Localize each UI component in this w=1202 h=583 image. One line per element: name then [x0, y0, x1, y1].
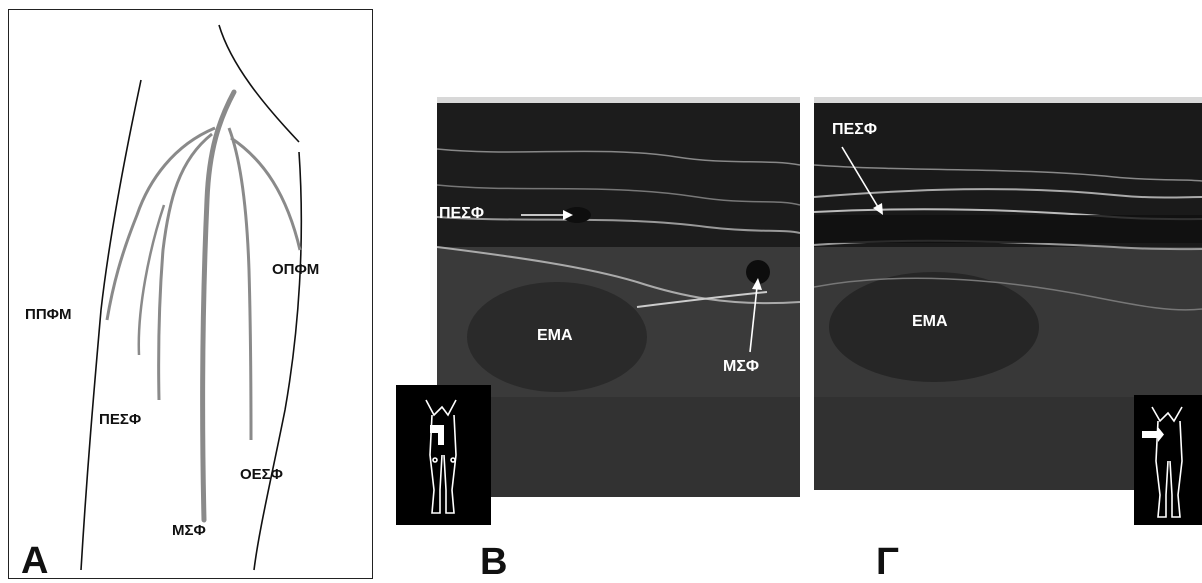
panel-letter-a: A [21, 542, 48, 579]
groin-curve [219, 25, 299, 142]
leg-outline-right [254, 152, 301, 570]
panel-b-ultrasound: ΠΕΣΦ EMA ΜΣΦ [437, 97, 800, 497]
leg-outline-left [81, 80, 141, 570]
panel-letter-b: B [480, 543, 507, 581]
panel-letter-g: Γ [876, 543, 899, 581]
b-label-ema: EMA [537, 327, 573, 345]
g-label-pesf: ΠΕΣΦ [832, 121, 877, 139]
panel-g-body-inset [1134, 395, 1202, 525]
leg-vein-schematic [9, 10, 373, 579]
panel-b-body-inset [396, 385, 491, 525]
b-label-pesf: ΠΕΣΦ [439, 205, 484, 223]
body-pictogram-icon [1134, 395, 1202, 525]
great-saphenous-vein [203, 92, 234, 520]
panel-a-diagram: ΟΠΦΜ ΠΠΦΜ ΠΕΣΦ ΟΕΣΦ ΜΣΦ A [8, 9, 373, 579]
vein-branch-oppm [231, 138, 300, 250]
label-pesf: ΠΕΣΦ [99, 411, 141, 428]
label-pppm: ΠΠΦΜ [25, 306, 71, 323]
body-pictogram-icon [396, 385, 491, 525]
label-oesf: ΟΕΣΦ [240, 466, 283, 483]
label-oppm: ΟΠΦΜ [272, 261, 319, 278]
vein-branch-oesf [229, 128, 251, 440]
ultrasound-texture-b [437, 97, 800, 497]
label-msf: ΜΣΦ [172, 522, 206, 539]
g-label-ema: EMA [912, 313, 948, 331]
b-label-msf: ΜΣΦ [723, 358, 759, 376]
